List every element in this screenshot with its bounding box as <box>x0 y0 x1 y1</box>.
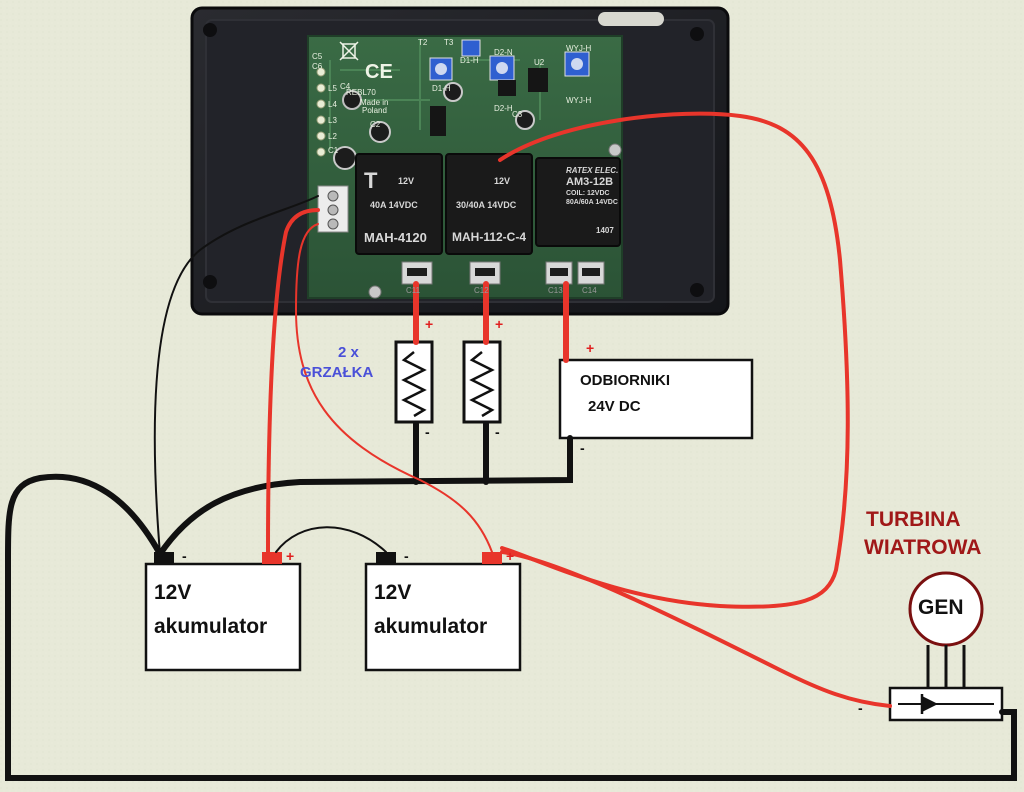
pcb-silk-c4: C4 <box>340 82 351 91</box>
relay-1 <box>355 153 443 255</box>
consumers-box <box>558 358 754 440</box>
pcb-silk-c13: C13 <box>548 286 563 295</box>
heater-1-minus: - <box>425 424 430 440</box>
recycle-bin-icon <box>339 41 359 61</box>
screw-hole <box>690 283 704 297</box>
screw-hole <box>203 275 217 289</box>
relay-2-model: MAH-112-C-4 <box>452 230 527 244</box>
pcb-silk-t3: T3 <box>444 38 454 47</box>
battery-right-negative-terminal <box>376 552 396 564</box>
relay-3-coil: COIL: 12VDC <box>566 190 610 197</box>
pcb-silk-model: REBL70 <box>346 88 376 97</box>
pcb-silk-l3: L3 <box>328 116 337 125</box>
jumper-header <box>430 106 446 136</box>
relay-1-coil: 12V <box>398 176 415 186</box>
generator-label: GEN <box>918 596 964 619</box>
heater-1 <box>394 340 434 424</box>
battery-left-positive-terminal <box>262 552 282 564</box>
pcb-silk-c1: C1 <box>328 146 339 155</box>
screw-hole <box>203 23 217 37</box>
battery-right <box>364 562 522 672</box>
relay-1-rating: 40A 14VDC <box>370 200 418 210</box>
battery-right-voltage: 12V <box>374 581 412 604</box>
pcb-silk-wyj-h-top: WYJ-H <box>566 44 592 53</box>
heater-2-plus: + <box>495 316 504 332</box>
pcb-board: CE <box>307 35 623 299</box>
consumers-minus: - <box>580 440 585 456</box>
pcb-silk-l4: L4 <box>328 100 337 109</box>
pcb-silk-c14: C14 <box>582 286 597 295</box>
battery-left <box>144 562 302 672</box>
resistor-heater-icon <box>469 351 495 418</box>
generator-leads <box>926 645 966 690</box>
pcb-silk-l5: L5 <box>328 84 337 93</box>
pcb-silk-c2: C2 <box>370 120 381 129</box>
rectifier-minus-sign: - <box>858 700 863 716</box>
enclosure-slot <box>598 12 664 26</box>
pcb-silk-c3: C3 <box>512 110 523 119</box>
relay-3-model: 1407 <box>596 226 614 235</box>
battery-left-name: akumulator <box>154 615 268 638</box>
resistor-heater-icon <box>401 351 427 418</box>
red-wires <box>266 111 892 708</box>
pcb-silk-made-in: Made in <box>360 98 389 107</box>
pcb-silk-c6: C6 <box>312 62 323 71</box>
pcb-silk-c12: C12 <box>474 286 489 295</box>
relay-3-brand: RATEX ELEC. <box>566 166 619 175</box>
ce-mark-icon: CE <box>365 61 393 83</box>
pcb-silk-u2: U2 <box>534 58 545 67</box>
black-wires <box>5 195 1017 781</box>
pcb-silk-d2n: D2-N <box>494 48 513 57</box>
pcb-silk-d1h-low: D1-H <box>432 84 451 93</box>
battery-right-name: akumulator <box>374 615 488 638</box>
relay-2-coil: 12V <box>494 176 511 186</box>
pcb-silk-t2: T2 <box>418 38 428 47</box>
relay-1-model: MAH-4120 <box>364 230 427 245</box>
consumers-voltage: 24V DC <box>588 398 641 415</box>
heater-1-plus: + <box>425 316 434 332</box>
battery-right-plus-sign: + <box>506 548 515 564</box>
pcb-silk-c11: C11 <box>406 286 421 295</box>
capacitor <box>333 82 535 170</box>
pcb-silk-d2h: D2-H <box>494 104 513 113</box>
pcb-silk-c5: C5 <box>312 52 323 61</box>
screw-hole <box>690 27 704 41</box>
relay-3-contacts: 80A/60A 14VDC <box>566 199 618 206</box>
ic-chip <box>498 80 516 96</box>
screw-terminal <box>317 185 349 233</box>
relay-3 <box>535 157 621 247</box>
svg-text:CE: CE <box>365 61 393 83</box>
consumers-plus: + <box>586 340 595 356</box>
heaters-label: GRZAŁKA <box>300 364 374 381</box>
heaters-count-label: 2 x <box>338 344 359 361</box>
relay-3-rating: AM3-12B <box>566 176 614 188</box>
relay-2 <box>445 153 533 255</box>
diode-icon <box>898 694 994 714</box>
pcb-silk-d1h: D1-H <box>460 56 479 65</box>
relay-1-brand: T <box>364 168 378 193</box>
battery-right-positive-terminal <box>482 552 502 564</box>
pcb-silk-l2: L2 <box>328 132 337 141</box>
battery-left-plus-sign: + <box>286 548 295 564</box>
heater-2-minus: - <box>495 424 500 440</box>
ic-chip <box>528 68 548 92</box>
relay-2-rating: 30/40A 14VDC <box>456 200 517 210</box>
turbine-label-line2: WIATROWA <box>864 536 982 559</box>
pcb-silk-poland: Poland <box>362 106 387 115</box>
pcb-silk-wyj-h-bottom: WYJ-H <box>566 96 592 105</box>
trimmer-potentiometer <box>429 39 590 81</box>
battery-right-minus-sign: - <box>404 548 409 564</box>
battery-left-minus-sign: - <box>182 548 187 564</box>
turbine-label-line1: TURBINA <box>866 508 961 531</box>
battery-left-voltage: 12V <box>154 581 192 604</box>
consumers-title: ODBIORNIKI <box>580 372 670 389</box>
heater-2 <box>462 340 502 424</box>
